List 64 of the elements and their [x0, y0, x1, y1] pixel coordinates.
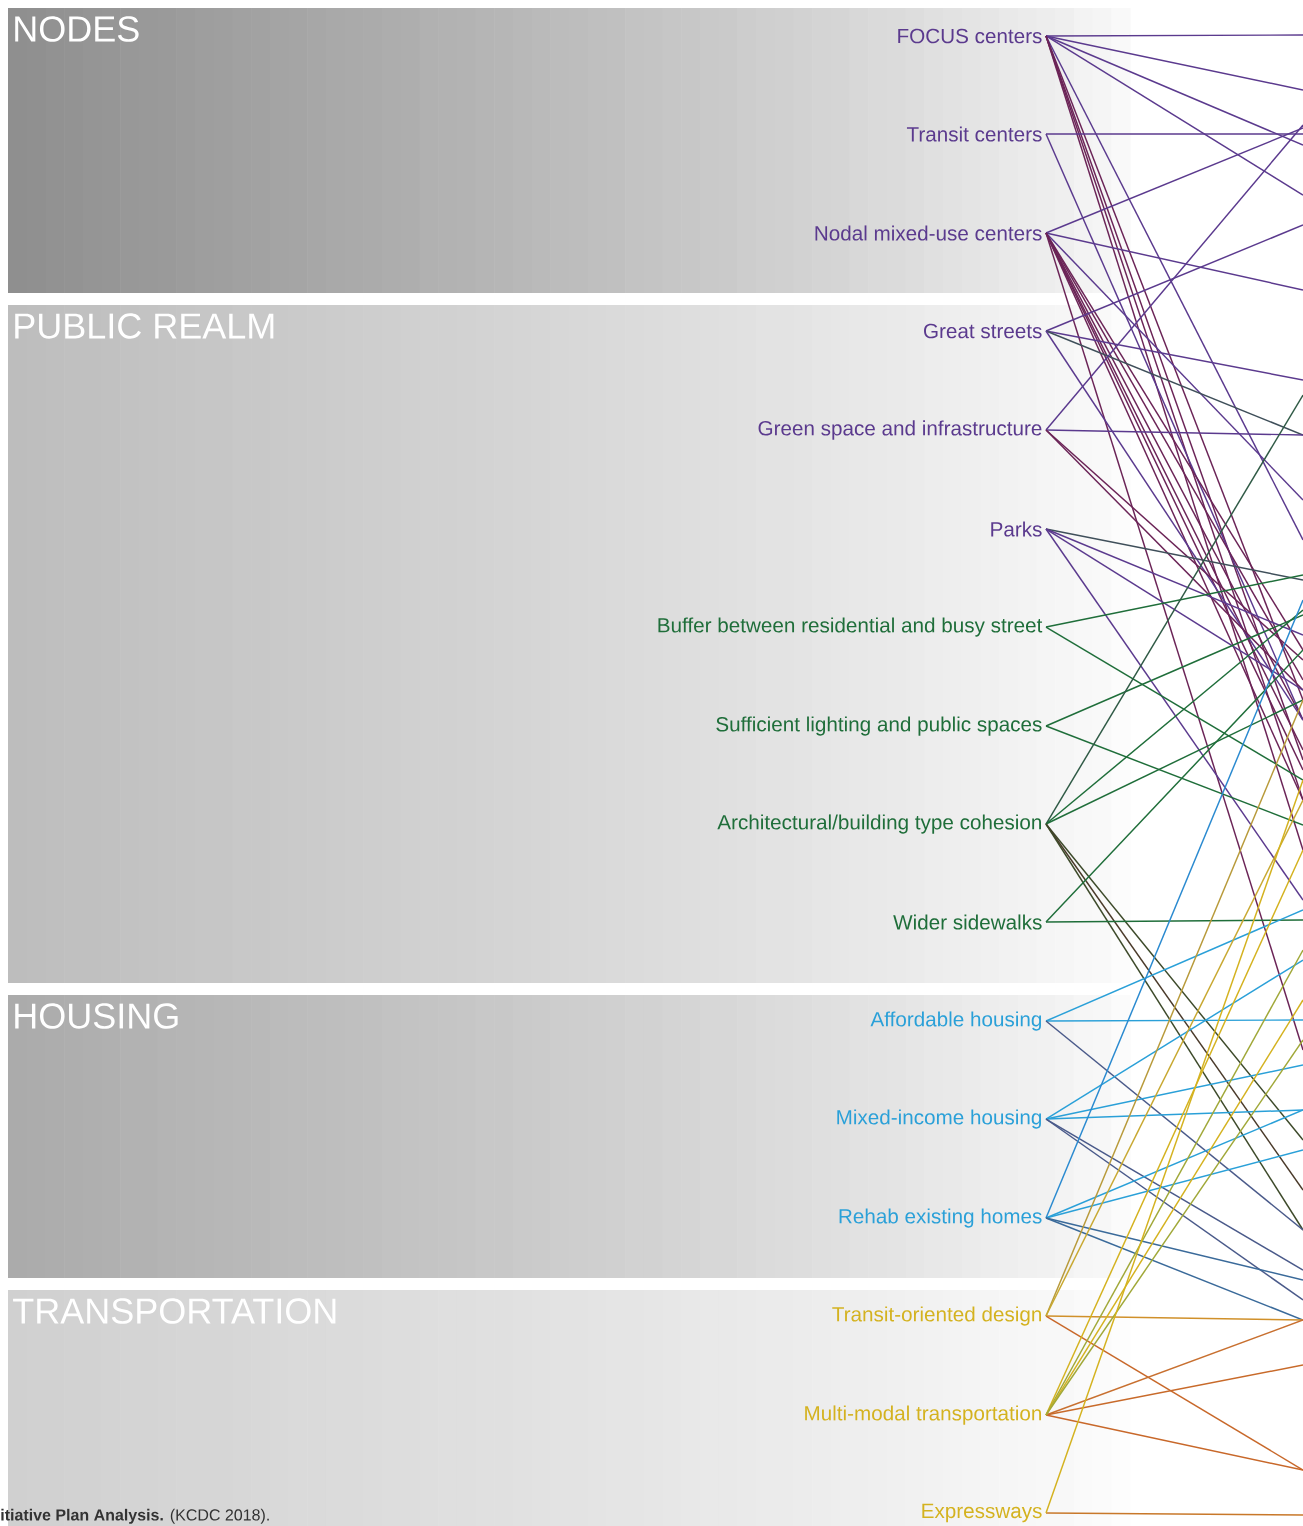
- connector-line: [1045, 1364, 1303, 1416]
- connector-line: [1045, 626, 1303, 781]
- connector-line: [1045, 35, 1303, 196]
- connector-line: [1045, 528, 1303, 901]
- connector-line: [1045, 1109, 1303, 1120]
- item-label: Transit-oriented design: [832, 1306, 1041, 1326]
- connector-line: [1045, 1019, 1303, 1022]
- item-label: Great streets: [924, 323, 1042, 339]
- connector-line: [1045, 1315, 1303, 1471]
- connector-line: [1045, 429, 1303, 436]
- connector-line: [1045, 133, 1303, 135]
- item-label: Expressways: [922, 1503, 1042, 1523]
- connector-line: [1045, 574, 1303, 628]
- item-label: Buffer between residential and busy street: [658, 617, 1043, 637]
- connector-line: [1045, 34, 1303, 37]
- item-label: Sufficient lighting and public spaces: [716, 716, 1042, 736]
- item-label: Multi-modal transportation: [805, 1405, 1041, 1425]
- connector-line: [1045, 394, 1303, 825]
- connector-line: [1045, 909, 1303, 1022]
- item-label: Architectural/building type cohesion: [717, 814, 1041, 834]
- connector-line: [1045, 127, 1303, 234]
- item-label: Mixed-income housing: [837, 1109, 1041, 1129]
- connector-line: [1045, 1118, 1303, 1301]
- item-label: Rehab existing homes: [839, 1208, 1042, 1228]
- connector-line: [1045, 779, 1303, 1514]
- node-label: NODES: [15, 16, 139, 42]
- node-label: HOUSING: [15, 1003, 178, 1029]
- connector-line: [1045, 35, 1303, 541]
- connector-line: [1045, 609, 1303, 825]
- connector-line: [1045, 959, 1303, 1120]
- item-label: FOCUS centers: [898, 28, 1042, 44]
- connector-line: [1045, 614, 1303, 727]
- connector-line: [1045, 1020, 1303, 1231]
- caption: itiative Plan Analysis. (KCDC 2018).: [1, 1508, 269, 1524]
- connector-line: [1045, 330, 1303, 436]
- connector-line: [1045, 224, 1303, 332]
- item-label: Parks: [991, 521, 1042, 537]
- connector-line: [1045, 1109, 1303, 1219]
- item-label: Transit centers: [906, 126, 1042, 142]
- item-label: Affordable housing: [870, 1011, 1042, 1031]
- node-label: PUBLIC REALM: [15, 313, 274, 339]
- connector-line: [1045, 1319, 1303, 1416]
- connector-line: [1045, 1217, 1303, 1321]
- connector-line: [1045, 528, 1303, 636]
- item-label: Wider sidewalks: [893, 914, 1042, 930]
- connector-line: [1045, 232, 1303, 291]
- connector-line: [1045, 1512, 1303, 1516]
- connector-line: [1045, 528, 1303, 691]
- connector-line: [1045, 699, 1303, 825]
- connector-line: [1045, 649, 1303, 923]
- connector-line: [1045, 232, 1303, 1051]
- connector-line: [1045, 599, 1303, 1219]
- connector-line: [1045, 725, 1303, 826]
- connector-line: [1045, 124, 1303, 431]
- item-label: Green space and infrastructure: [758, 420, 1042, 440]
- connector-line: [1045, 919, 1303, 923]
- connector-line: [1045, 330, 1303, 721]
- connector-line: [1045, 232, 1303, 501]
- connector-line: [1045, 1149, 1303, 1219]
- connector-line: [1045, 799, 1303, 1317]
- connector-line: [1045, 849, 1303, 1416]
- connector-line: [1045, 1414, 1303, 1471]
- connector-line: [1045, 1315, 1303, 1321]
- item-label: Nodal mixed-use centers: [815, 225, 1042, 241]
